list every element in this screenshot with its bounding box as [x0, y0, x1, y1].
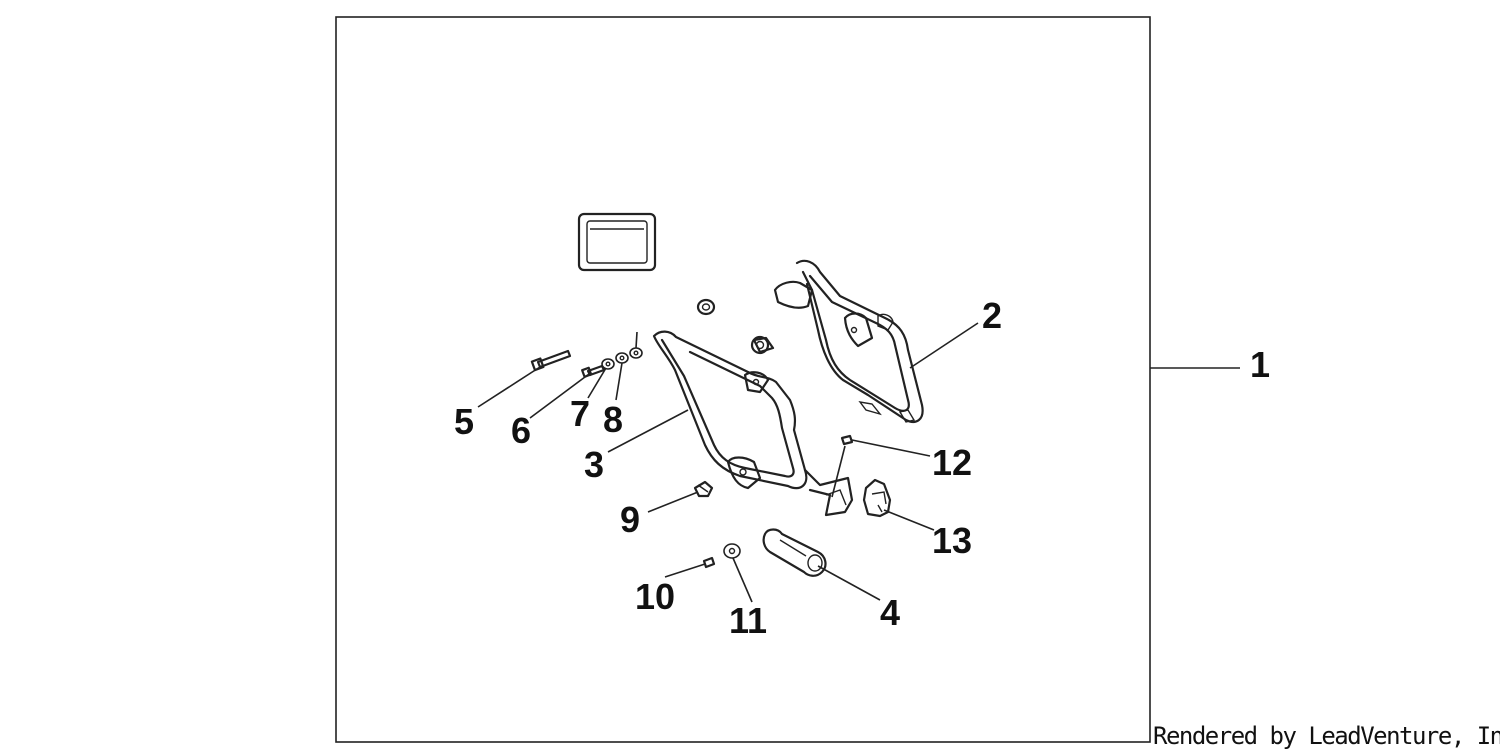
leader-line-7	[587, 367, 607, 399]
callout-10: 10	[635, 576, 675, 617]
callout-8: 8	[603, 399, 623, 440]
screw-part-12	[840, 434, 854, 446]
leader-line-13	[883, 509, 935, 531]
leader-line-6	[529, 373, 590, 419]
leader-line-4	[817, 565, 881, 601]
callout-4: 4	[880, 592, 900, 633]
nut-part-9	[693, 480, 714, 498]
leader-line-12b	[831, 445, 846, 498]
leader-line-5	[477, 366, 541, 408]
pipe-bracket-part-4	[762, 528, 827, 577]
callout-3: 3	[584, 444, 604, 485]
render-credit: Rendered by LeadVenture, Inc.	[1153, 722, 1500, 750]
leader-line-10	[664, 563, 706, 578]
collar-part-lower	[750, 335, 775, 355]
callout-9: 9	[620, 499, 640, 540]
callout-11: 11	[729, 600, 767, 641]
left-stay-part	[652, 330, 854, 517]
callout-6: 6	[511, 410, 531, 451]
callout-5: 5	[454, 401, 474, 442]
diagram-frame	[335, 16, 1151, 743]
leader-line-11	[732, 557, 753, 603]
screw-part-10	[702, 556, 716, 569]
washer-part-11	[723, 543, 741, 559]
collar-part-upper	[696, 298, 716, 316]
callout-7: 7	[570, 393, 590, 434]
bolt-part-6	[581, 364, 606, 378]
callout-1: 1	[1250, 344, 1270, 385]
callout-2: 2	[982, 295, 1002, 336]
washer-part-7	[601, 358, 615, 370]
callout-13: 13	[932, 520, 972, 561]
right-stay-part	[773, 259, 924, 423]
leader-line-12	[851, 439, 931, 457]
leader-line-3	[607, 409, 689, 453]
leader-line-8	[615, 362, 623, 401]
leader-line-8b	[635, 331, 638, 349]
leader-line-9	[647, 491, 699, 513]
leader-line-2	[909, 322, 979, 369]
decal-part	[577, 212, 657, 272]
callout-12: 12	[932, 442, 972, 483]
washer-part-8	[615, 347, 643, 364]
bolt-part-5	[530, 349, 572, 372]
